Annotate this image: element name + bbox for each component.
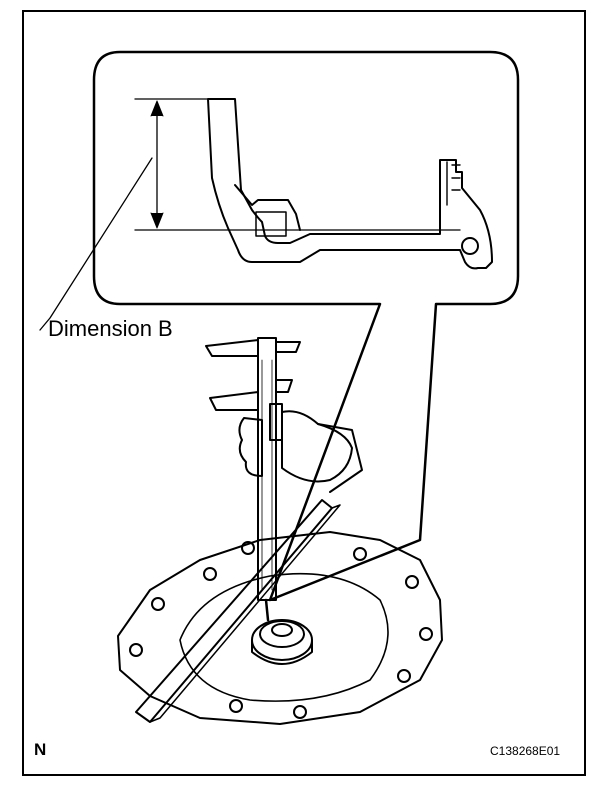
hand — [238, 417, 263, 477]
part-cross-section — [207, 98, 493, 270]
bolt-hole — [397, 669, 411, 683]
caliper-upper-jaw-right — [275, 341, 301, 353]
dimension-leader — [39, 157, 153, 331]
caliper-depth-rod — [264, 598, 270, 622]
part-pin-hole — [461, 237, 479, 255]
bolt-hole — [241, 541, 255, 555]
sleeve — [317, 423, 363, 493]
hand-thumb — [281, 410, 353, 483]
bolt-hole — [203, 567, 217, 581]
bolt-hole — [151, 597, 165, 611]
bolt-hole — [353, 547, 367, 561]
bolt-hole — [405, 575, 419, 589]
part-inner-step — [234, 184, 301, 231]
bolt-hole — [419, 627, 433, 641]
hub-ring — [259, 620, 305, 648]
hub-side — [251, 639, 313, 665]
figure-frame — [22, 10, 586, 776]
dimension-label: Dimension B — [48, 316, 173, 341]
caliper-beam — [257, 337, 277, 601]
figure-code: C138268E01 — [490, 744, 561, 758]
part-flange-detail — [446, 161, 461, 206]
housing-outline — [117, 531, 443, 725]
orientation-label: N — [34, 740, 47, 759]
bolt-hole — [229, 699, 243, 713]
dimension-arrow-top — [150, 100, 164, 117]
housing-inner-rim — [179, 573, 389, 702]
caliper-lower-jaw-right — [275, 379, 293, 393]
straight-edge-back — [149, 504, 341, 723]
straight-edge — [135, 499, 333, 723]
dimension-arrow-bottom — [150, 212, 164, 229]
callout-bubble — [92, 50, 520, 602]
part-inner-groove — [255, 211, 287, 237]
caliper-lower-jaw — [209, 391, 259, 411]
hub-core — [271, 623, 293, 637]
caliper-scale — [261, 359, 273, 591]
hub-outer — [251, 619, 313, 661]
caliper-upper-jaw — [205, 339, 259, 357]
bolt-hole — [129, 643, 143, 657]
bolt-hole — [293, 705, 307, 719]
